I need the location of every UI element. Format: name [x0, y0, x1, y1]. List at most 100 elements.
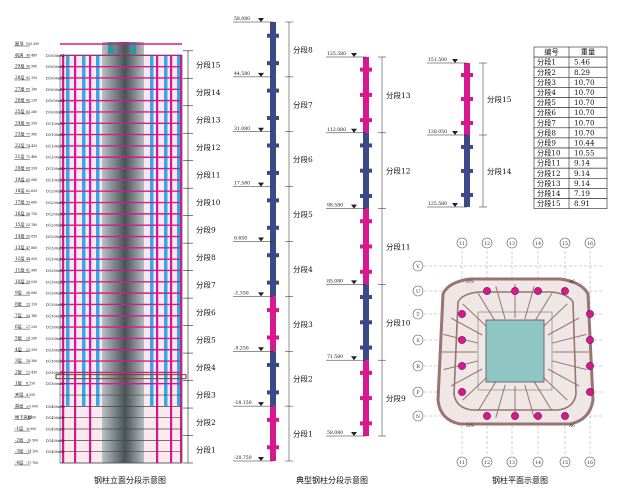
floor-elevation: 71.480: [26, 155, 37, 159]
column-segment: [270, 22, 276, 77]
grid-label-left: V: [415, 264, 420, 270]
plan-radial-beam: [547, 317, 580, 336]
segment-label: 分段15: [196, 60, 221, 70]
column-spec: D1000x14: [46, 54, 65, 58]
table-cell-weight: 10.44: [574, 139, 595, 148]
grid-bubble-bottom: [506, 456, 518, 468]
grid-label-left: S: [416, 338, 419, 344]
column-lug: [461, 145, 473, 149]
plan-column: [586, 336, 594, 344]
plan-radial-beam: [551, 333, 587, 344]
grid-label-top: 16: [587, 241, 593, 247]
floor-elevation: 4.350: [26, 393, 35, 397]
level-marker: [258, 292, 264, 297]
column-spec: D1300x16: [46, 382, 65, 386]
floor-elevation: 98.480: [26, 53, 37, 57]
floor-elevation: 39.030: [26, 280, 37, 284]
grid-bubble-top: [481, 237, 493, 249]
grid-bubble-left: [412, 260, 424, 272]
elevation-caption: 钢柱立面分段示意图: [94, 475, 166, 485]
level-value: -9.250: [234, 345, 249, 351]
plan-radial-beam: [495, 286, 506, 320]
floor-name: 13层: [15, 245, 25, 251]
table-cell-id: 分段15: [537, 199, 561, 208]
column-lug: [360, 92, 372, 97]
grid-label-left: T: [416, 312, 420, 318]
grid-label-bottom: 11: [459, 460, 465, 466]
plan-column: [561, 287, 569, 295]
cyan-column: [66, 55, 70, 406]
floor-name: -3层: [15, 449, 23, 455]
column-spec: D1100x16: [46, 178, 65, 182]
building-core: [102, 42, 144, 463]
typical-segment-label: 分段15: [487, 94, 512, 104]
grid-label-left: N: [416, 414, 420, 420]
floor-elevation: 36.080: [26, 291, 37, 295]
plan-radial-beam: [547, 368, 580, 387]
column-lug: [360, 345, 372, 350]
column-spec: D1100x16: [46, 133, 65, 137]
column-spec: D1300x16: [46, 246, 65, 250]
level-value: 151.500: [428, 57, 447, 63]
plan-column: [483, 287, 491, 295]
typical-segment-label: 分段5: [293, 209, 313, 219]
level-marker: [351, 432, 357, 436]
floor-elevation: 96.580: [26, 65, 37, 69]
table-cell-id: 分段9: [537, 139, 556, 148]
grid-bubble-left: [412, 410, 424, 422]
grid-bubble-left: [412, 334, 424, 346]
column-spec: D1000x14: [46, 110, 65, 114]
column-lug: [267, 253, 279, 258]
column-lug: [267, 308, 279, 313]
typical-segment-label: 分段1: [293, 429, 313, 439]
column-lug: [360, 244, 372, 249]
grid-bubble-bottom: [456, 456, 468, 468]
grid-label-left: U: [416, 289, 420, 295]
column-spec: D1100x16: [46, 122, 65, 126]
level-value: -20.750: [234, 455, 252, 461]
floor-elevation: 18.380: [26, 359, 37, 363]
floor-elevation: 50.830: [26, 235, 37, 239]
column-lug: [360, 269, 372, 274]
column-lug: [267, 88, 279, 93]
column-spec: D1000x14: [46, 76, 65, 80]
floor-elevation: 27.230: [26, 325, 37, 329]
level-value: 98.580: [327, 203, 343, 209]
segment-brackets: 分段15分段14分段13分段12分段11分段10分段9分段8分段7分段6分段5分…: [183, 50, 221, 464]
column-lug: [461, 97, 473, 101]
table-cell-id: 分段11: [537, 159, 561, 168]
floor-name: 2层: [15, 369, 22, 375]
grid-label-top: 15: [562, 241, 568, 247]
table-cell-weight: 9.14: [574, 159, 590, 168]
floor-name: 6层: [15, 324, 22, 330]
floor-name: 20层: [15, 166, 25, 172]
plan-core-frame: [477, 311, 553, 391]
core-top-left: [108, 42, 114, 54]
column-spec: D1200x16: [46, 212, 65, 216]
column-lug: [360, 118, 372, 123]
table-cell-id: 分段6: [537, 108, 556, 117]
segment-label: 分段11: [196, 169, 221, 179]
segment-label: 分段5: [196, 334, 216, 344]
floor-name: 18层: [15, 188, 25, 194]
grid-bubble-left: [412, 308, 424, 320]
floor-name: -4层: [15, 460, 23, 466]
column-lug: [267, 335, 279, 340]
grid-bubble-bottom: [532, 456, 544, 468]
floor-elevation: -6.900: [26, 427, 36, 431]
floor-elevation: 41.980: [26, 268, 37, 272]
grid-bubble-top: [559, 237, 571, 249]
floor-elevation: 8.150: [26, 382, 35, 386]
level-marker: [351, 280, 357, 285]
column-lug: [267, 445, 279, 450]
typical-segment-label: 分段7: [293, 99, 313, 109]
table-cell-id: 分段10: [537, 149, 561, 158]
floor-elevation: 30.180: [26, 314, 37, 318]
column-lug: [267, 116, 279, 121]
cyan-column: [96, 55, 100, 406]
plan-caption: 钢柱平面示意图: [492, 475, 548, 485]
grid-label-top: 14: [535, 241, 541, 247]
segment-label: 分段1: [196, 444, 216, 454]
plan-radial-beam: [462, 375, 489, 401]
